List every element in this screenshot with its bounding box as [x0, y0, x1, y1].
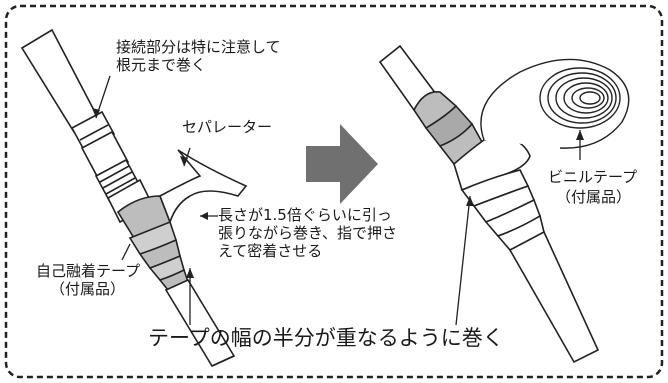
caption: テープの幅の半分が重なるように巻く	[148, 326, 504, 350]
left-lower-cable	[164, 278, 236, 368]
self-fusing-tape-note: （付属品）	[50, 280, 126, 298]
vinyl-tape-label: ビニルテープ	[548, 168, 638, 186]
self-fusing-tape-label: 自己融着テープ	[36, 262, 141, 280]
stretch-note-line-1: 長さが1.5倍ぐらいに引っ	[218, 206, 392, 224]
right-cable-illustration	[378, 44, 600, 364]
left-cable-illustration	[20, 28, 154, 224]
vinyl-tape-note: （付属品）	[556, 188, 632, 206]
stretch-note-line-3: えて密着させる	[218, 242, 323, 260]
separator-label: セパレーター	[182, 118, 273, 136]
process-arrow	[306, 124, 378, 204]
separator-strip	[158, 149, 248, 225]
leader-arrowheads	[92, 108, 584, 278]
stretch-note-line-2: 張りながら巻き、指で押さ	[218, 224, 397, 242]
vinyl-tape-roll	[480, 58, 630, 149]
dashed-border	[4, 4, 664, 379]
joint-note-line-1: 接続部分は特に注意して	[116, 38, 281, 56]
joint-note-line-2: 根元まで巻く	[116, 56, 207, 74]
